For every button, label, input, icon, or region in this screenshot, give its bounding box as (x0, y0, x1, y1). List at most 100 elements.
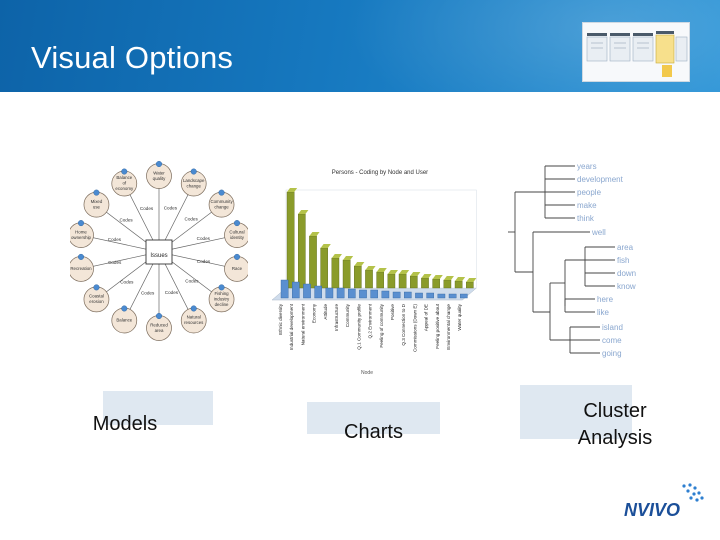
model-node-label: area (155, 328, 164, 333)
chart-bar (353, 262, 365, 289)
process-thumbnail (582, 22, 690, 82)
hub-label: Codes (140, 206, 154, 211)
chart-tick-label: Feeling of community (379, 303, 384, 347)
chart-title: Persons - Coding by Node and User (332, 170, 428, 176)
slide-title: Visual Options (31, 40, 234, 75)
chart-bar (465, 278, 477, 289)
model-node-label: Natural (187, 315, 201, 320)
chart-tick-label: Economy (312, 303, 317, 323)
nvivo-logo: NVIVO (624, 482, 706, 522)
dendro-word: fish (617, 256, 629, 265)
charts-caption: Charts (344, 421, 403, 443)
models-caption: Models (92, 413, 158, 435)
chart-bar (370, 289, 378, 299)
chart-tick-label: Attitude (323, 304, 328, 320)
chart-bar (432, 275, 443, 289)
chart-bar (409, 272, 421, 289)
model-node: Recreation (68, 253, 94, 282)
chart-bar (331, 254, 342, 289)
model-node-label: identity (230, 235, 245, 240)
chart-bar (454, 277, 466, 289)
hub-label: Codes (185, 279, 199, 284)
chart-bar (376, 268, 387, 289)
model-node-label: Reduced (150, 322, 168, 327)
dendro-word: here (597, 295, 614, 304)
model-node-label: change (187, 183, 202, 188)
chart-tick-label: Water quality (457, 303, 462, 330)
chart-bar (398, 270, 410, 289)
chart-bar (443, 276, 454, 289)
cluster-caption-line1: Cluster (583, 400, 647, 422)
model-node-label: Mixed (91, 199, 103, 204)
model-node-label: Water (153, 170, 165, 175)
dendro-word: area (617, 243, 634, 252)
chart-bar (415, 292, 423, 299)
dendro-word: like (597, 308, 610, 317)
model-node-label: Balance (116, 175, 132, 180)
chart-bar (437, 293, 446, 299)
model-node-label: Balance (116, 317, 132, 322)
chart-bar (303, 283, 311, 299)
chart-tick-label: Industrial development (289, 303, 294, 350)
model-node-label: Race (232, 266, 243, 271)
chart-bar (365, 266, 376, 289)
dendro-word: well (591, 228, 606, 237)
dendro-word: make (577, 201, 597, 210)
chart-bar (459, 293, 468, 299)
model-node-label: of (122, 181, 126, 186)
cluster-label-box (520, 385, 632, 439)
model-node-label: Home (75, 229, 87, 234)
chart-bar (392, 291, 401, 299)
chart-tick-label: Positive (390, 304, 395, 321)
hub-label: Codes (164, 206, 178, 211)
hub-label: Codes (141, 290, 155, 295)
charts-label-box (307, 402, 440, 434)
model-node-label: economy (115, 186, 134, 191)
model-node-label: decline (215, 302, 229, 307)
chart-bar (426, 292, 435, 299)
dendro-word: development (577, 175, 624, 184)
dendro-word: down (617, 269, 636, 278)
chart-bar (320, 244, 331, 289)
chart-tick-label: Community (345, 303, 350, 327)
model-node-label: Recreation (70, 266, 92, 271)
chart-bar (387, 270, 398, 289)
chart-tick-label: Ethnic diversity (278, 303, 283, 335)
model-node-label: use (93, 204, 101, 209)
chart-bar (448, 293, 457, 299)
chart-bar (309, 232, 320, 289)
dendro-word: come (602, 336, 622, 345)
chart-bar (298, 210, 309, 289)
chart-tick-label: Environmental change (446, 304, 451, 350)
center-node-label: Issues (150, 253, 167, 259)
chart-bar (336, 287, 345, 299)
model-node-label: Coastal (89, 294, 104, 299)
chart-tick-label: Q.3 Connection to D (401, 303, 406, 345)
chart-bar (381, 290, 390, 299)
chart-bar (280, 279, 289, 299)
chart-bar (286, 188, 298, 289)
hub-label: Codes (120, 279, 134, 284)
cluster-caption-line2: Analysis (577, 427, 653, 449)
hub-label: Codes (119, 217, 133, 222)
model-node-label: ownership (71, 235, 92, 240)
model-node-label: industry (214, 296, 230, 301)
hub-label: Codes (197, 259, 211, 264)
charts-panel: Persons - Coding by Node and User Ethnic… (262, 160, 487, 385)
dendro-word: think (577, 214, 595, 223)
model-node-label: erosion (89, 299, 104, 304)
chart-tick-label: Appeal of DE (424, 304, 429, 331)
model-node-label: resources (184, 320, 204, 325)
hub-label: Codes (165, 290, 179, 295)
